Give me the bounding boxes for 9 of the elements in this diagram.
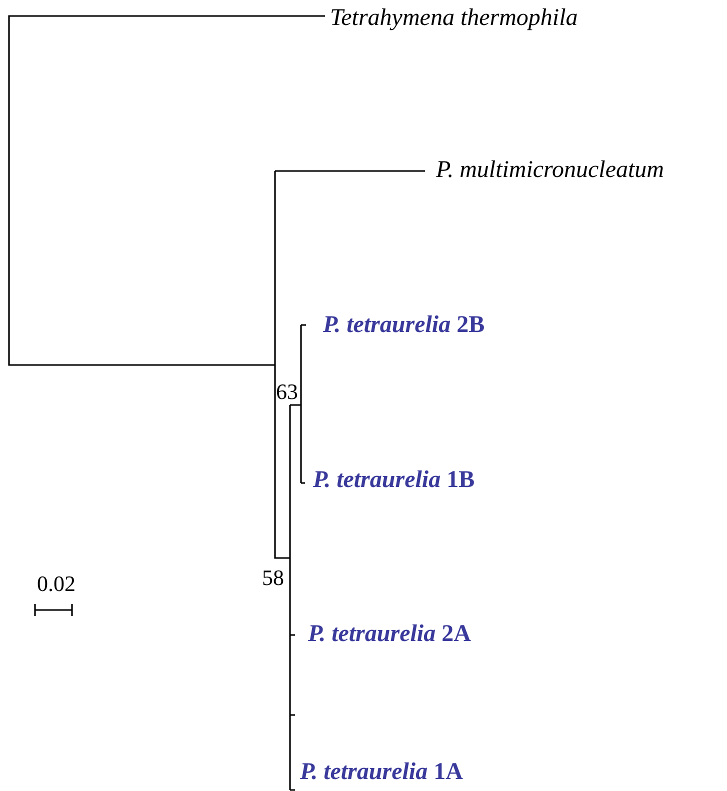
species-label: Tetrahymena thermophila xyxy=(330,4,578,32)
scale-label: 0.02 xyxy=(37,570,76,598)
species-label: P. multimicronucleatum xyxy=(436,156,664,184)
bootstrap-value: 63 xyxy=(276,378,298,406)
species-label: P. tetraurelia 2B xyxy=(323,311,485,339)
bootstrap-value: 58 xyxy=(262,564,284,592)
species-label: P. tetraurelia 1A xyxy=(300,758,463,786)
species-label: P. tetraurelia 1B xyxy=(313,466,475,494)
species-label: P. tetraurelia 2A xyxy=(308,620,471,648)
